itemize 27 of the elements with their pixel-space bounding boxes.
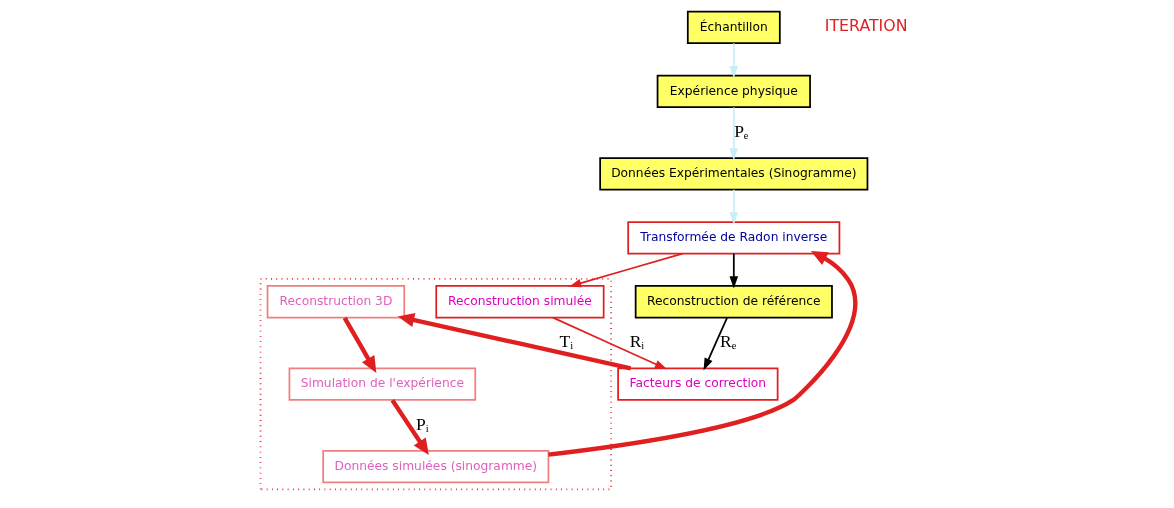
arrow (729, 188, 739, 225)
edge-label: Pₑ (734, 120, 749, 141)
arrow (390, 399, 429, 456)
node-box: Données simulées (sinogramme) (322, 449, 550, 484)
edge-label: Tᵢ (559, 331, 574, 352)
edge-label: Pᵢ (415, 413, 429, 434)
node-box: Expérience physique (656, 74, 811, 109)
arrow (568, 252, 684, 288)
node-box: Transformée de Radon inverse (627, 221, 841, 255)
node-box: Simulation de l'expérience (288, 367, 477, 401)
node-box: Reconstruction simulée (435, 285, 605, 319)
label: ITERATION (824, 16, 908, 36)
node-box: Facteurs de correction (617, 367, 779, 401)
node-box: Reconstruction 3D (266, 285, 406, 319)
arrow (729, 106, 739, 161)
arrow (729, 252, 739, 289)
arrow (342, 316, 377, 373)
node-box: Reconstruction de référence (634, 285, 833, 319)
edge-label: Rₑ (720, 331, 737, 352)
arrow (548, 251, 858, 457)
node-box: Données Expérimentales (Sinogramme) (599, 157, 869, 191)
edge-label: Rᵢ (629, 331, 645, 352)
arrow (397, 313, 632, 371)
node-box: Échantillon (686, 10, 781, 45)
arrow (703, 316, 728, 371)
arrow (729, 42, 739, 79)
arrow (552, 316, 668, 370)
